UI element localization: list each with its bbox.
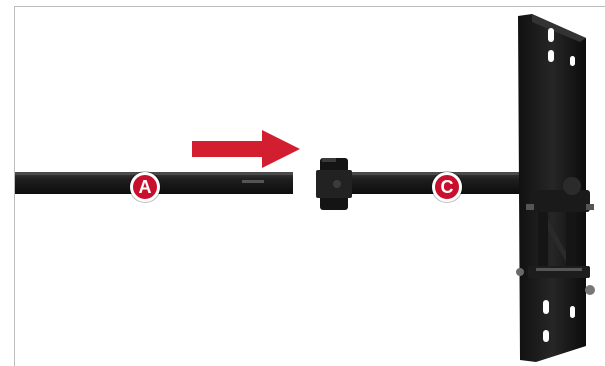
wall-bracket — [516, 14, 595, 362]
end-clamp — [316, 158, 352, 210]
callout-a: A — [130, 172, 160, 202]
right-arrow-icon — [192, 130, 300, 168]
bar-c — [326, 172, 536, 194]
callout-c: C — [432, 172, 462, 202]
